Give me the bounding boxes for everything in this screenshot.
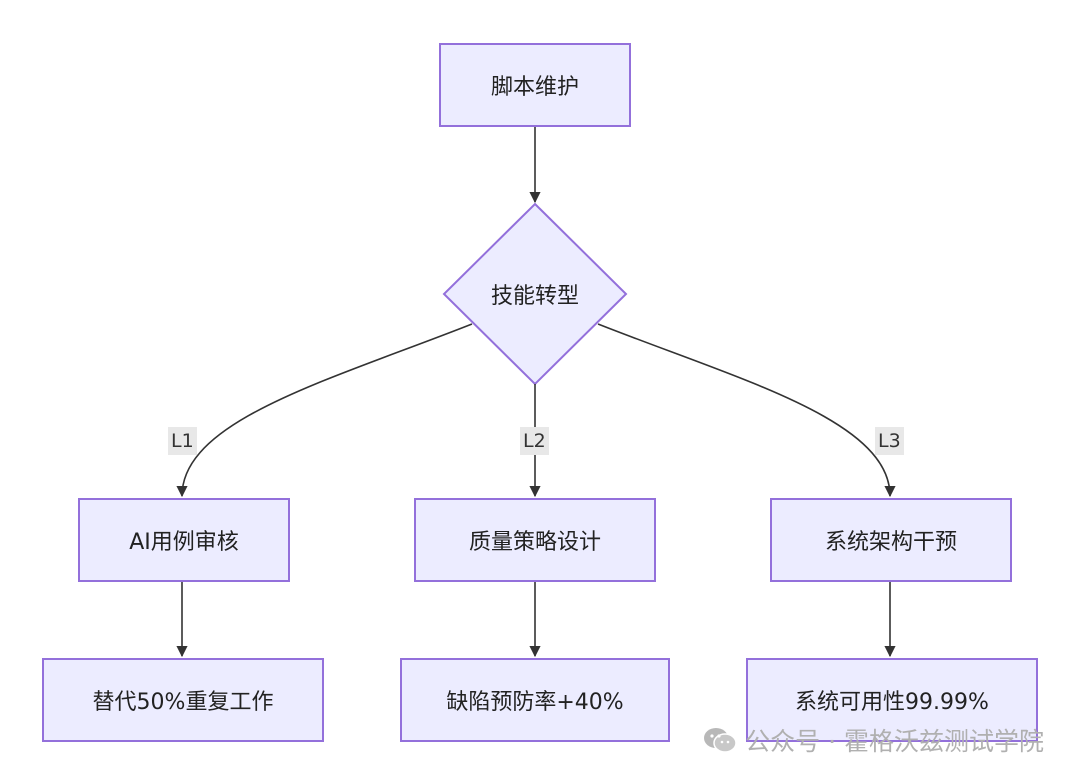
edge-label-l1: L1 — [168, 427, 197, 455]
edge-label-l2: L2 — [520, 427, 549, 455]
result-node-l3: 系统可用性99.99% — [746, 658, 1038, 742]
step-node-l2: 质量策略设计 — [414, 498, 656, 582]
result-node-l2: 缺陷预防率+40% — [400, 658, 670, 742]
edge-decision-to-l1 — [176, 323, 473, 498]
edge-decision-to-l3 — [597, 323, 896, 498]
wechat-icon — [703, 727, 737, 753]
start-node: 脚本维护 — [439, 43, 631, 127]
decision-label: 技能转型 — [490, 284, 579, 309]
watermark: 公众号 · 霍格沃兹测试学院 — [703, 722, 1044, 758]
step-node-l3: 系统架构干预 — [770, 498, 1012, 582]
step-node-l1: AI用例审核 — [78, 498, 290, 582]
result-node-l1: 替代50%重复工作 — [42, 658, 324, 742]
watermark-text: 公众号 · 霍格沃兹测试学院 — [745, 727, 1044, 756]
edge-label-l3: L3 — [875, 427, 904, 455]
